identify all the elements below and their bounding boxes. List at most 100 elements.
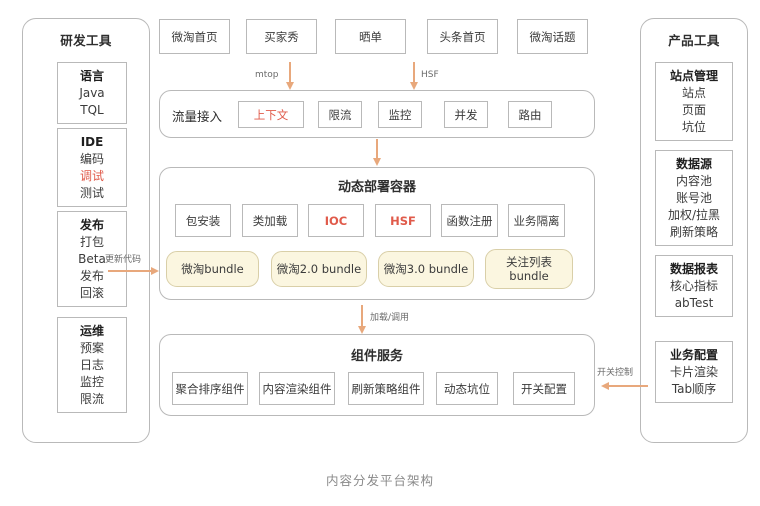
left-group-release[interactable]: 发布 打包 Beta 发布 回滚 xyxy=(57,211,127,307)
deploy-cap-package-install[interactable]: 包安装 xyxy=(175,204,231,237)
deploy-cap-function-register[interactable]: 函数注册 xyxy=(441,204,498,237)
bundle-weitao-3[interactable]: 微淘3.0 bundle xyxy=(378,251,474,287)
right-group-report[interactable]: 数据报表 核心指标 abTest xyxy=(655,255,733,317)
arrow-load-call xyxy=(358,305,365,334)
top-entry-weitao-home[interactable]: 微淘首页 xyxy=(159,19,230,54)
right-group-site-line-2: 坑位 xyxy=(681,120,706,134)
top-entry-label-1: 买家秀 xyxy=(264,29,299,44)
right-group-site-head: 站点管理 xyxy=(669,69,718,83)
left-group-language-line-0: Java xyxy=(79,86,105,100)
component-switch-config[interactable]: 开关配置 xyxy=(513,372,575,405)
left-group-ide-line-0: 编码 xyxy=(79,152,104,166)
right-group-report-line-0: 核心指标 xyxy=(669,279,718,293)
deploy-container-title: 动态部署容器 xyxy=(337,180,416,195)
component-refresh-strategy[interactable]: 刷新策略组件 xyxy=(348,372,424,405)
left-group-ide-line-2: 测试 xyxy=(79,186,104,200)
deploy-cap-hsf[interactable]: HSF xyxy=(375,204,431,237)
bundle-follow-list[interactable]: 关注列表 bundle xyxy=(485,249,573,289)
traffic-item-label-2: 监控 xyxy=(388,107,412,122)
traffic-item-ratelimit[interactable]: 限流 xyxy=(318,101,362,128)
left-group-ide-head: IDE xyxy=(80,135,104,149)
right-group-business-line-1: Tab顺序 xyxy=(671,382,717,396)
left-group-language[interactable]: 语言 Java TQL xyxy=(57,62,127,124)
component-services-title: 组件服务 xyxy=(350,349,403,364)
deploy-cap-label-1: 类加载 xyxy=(252,213,288,228)
left-group-ide-line-1: 调试 xyxy=(79,169,104,183)
bundle-label-1: 微淘2.0 bundle xyxy=(276,262,362,276)
component-content-render[interactable]: 内容渲染组件 xyxy=(259,372,335,405)
arrow-label-switch-control: 开关控制 xyxy=(597,368,634,378)
arrow-label-update-code: 更新代码 xyxy=(105,255,142,265)
left-group-language-line-1: TQL xyxy=(80,103,104,117)
bundle-label-0: 微淘bundle xyxy=(181,262,244,276)
deploy-cap-business-isolation[interactable]: 业务隔离 xyxy=(508,204,565,237)
arrow-label-mtop: mtop xyxy=(255,70,279,80)
traffic-item-context[interactable]: 上下文 xyxy=(238,101,304,128)
right-group-report-line-1: abTest xyxy=(674,296,714,310)
right-group-datasource-head: 数据源 xyxy=(675,157,712,171)
right-group-site-management[interactable]: 站点管理 站点 页面 坑位 xyxy=(655,62,733,141)
diagram-caption: 内容分发平台架构 xyxy=(325,473,434,488)
right-group-business-config[interactable]: 业务配置 卡片渲染 Tab顺序 xyxy=(655,341,733,403)
top-entry-label-4: 微淘话题 xyxy=(529,29,576,44)
left-group-ops-line-0: 预案 xyxy=(79,341,104,355)
left-group-ops-head: 运维 xyxy=(79,324,104,338)
arrow-switch-control xyxy=(601,382,648,389)
deploy-cap-label-4: 函数注册 xyxy=(446,213,493,228)
right-group-business-line-0: 卡片渲染 xyxy=(669,365,718,379)
traffic-item-label-0: 上下文 xyxy=(253,107,289,122)
arrow-traffic-to-container xyxy=(373,139,380,166)
deploy-cap-class-loading[interactable]: 类加载 xyxy=(242,204,298,237)
arrow-update-code xyxy=(108,267,159,274)
component-label-2: 刷新策略组件 xyxy=(351,381,421,396)
component-aggregate-sort[interactable]: 聚合排序组件 xyxy=(172,372,248,405)
top-entry-label-0: 微淘首页 xyxy=(171,29,218,44)
right-group-site-line-1: 页面 xyxy=(681,103,706,117)
traffic-item-concurrency[interactable]: 并发 xyxy=(444,101,488,128)
left-group-release-line-3: 回滚 xyxy=(79,286,104,300)
left-group-release-line-2: 发布 xyxy=(79,269,104,283)
bundle-label-2: 微淘3.0 bundle xyxy=(383,262,469,276)
top-entry-label-3: 头条首页 xyxy=(439,29,486,44)
right-group-datasource-line-2: 加权/拉黑 xyxy=(667,208,721,222)
right-panel-title: 产品工具 xyxy=(668,33,720,48)
right-group-site-line-0: 站点 xyxy=(681,86,706,100)
left-group-release-line-0: 打包 xyxy=(79,235,104,249)
component-label-3: 动态坑位 xyxy=(444,381,490,396)
deploy-cap-label-2: IOC xyxy=(324,213,348,228)
traffic-item-monitor[interactable]: 监控 xyxy=(378,101,422,128)
top-entry-toutiao-home[interactable]: 头条首页 xyxy=(427,19,498,54)
traffic-item-routing[interactable]: 路由 xyxy=(508,101,552,128)
deploy-cap-label-0: 包安装 xyxy=(185,213,221,228)
traffic-item-label-3: 并发 xyxy=(454,107,478,122)
component-label-4: 开关配置 xyxy=(521,381,567,396)
left-group-ops[interactable]: 运维 预案 日志 监控 限流 xyxy=(57,317,127,413)
left-group-ide[interactable]: IDE 编码 调试 测试 xyxy=(57,128,127,207)
bundle-label-3: 关注列表 bundle xyxy=(506,255,552,283)
component-dynamic-slot[interactable]: 动态坑位 xyxy=(436,372,498,405)
top-entry-buyer-show[interactable]: 买家秀 xyxy=(246,19,317,54)
top-entry-weitao-topic[interactable]: 微淘话题 xyxy=(517,19,588,54)
right-group-datasource-line-3: 刷新策略 xyxy=(669,225,718,239)
arrow-label-load-call: 加载/调用 xyxy=(370,313,410,323)
left-group-release-line-1: Beta xyxy=(78,252,106,266)
left-group-ops-line-3: 限流 xyxy=(79,392,104,406)
arrow-hsf xyxy=(410,62,417,90)
right-group-report-head: 数据报表 xyxy=(669,262,718,276)
bundle-weitao[interactable]: 微淘bundle xyxy=(166,251,259,287)
traffic-item-label-1: 限流 xyxy=(328,107,352,122)
component-label-1: 内容渲染组件 xyxy=(262,381,332,396)
deploy-cap-ioc[interactable]: IOC xyxy=(308,204,364,237)
left-group-ops-line-1: 日志 xyxy=(79,358,104,372)
left-group-ops-line-2: 监控 xyxy=(79,375,104,389)
traffic-item-label-4: 路由 xyxy=(518,107,542,122)
left-group-language-head: 语言 xyxy=(79,69,104,83)
deploy-cap-label-5: 业务隔离 xyxy=(513,213,560,228)
top-entry-label-2: 晒单 xyxy=(359,29,382,44)
deploy-cap-label-3: HSF xyxy=(390,213,416,228)
right-group-datasource[interactable]: 数据源 内容池 账号池 加权/拉黑 刷新策略 xyxy=(655,150,733,246)
top-entry-shaidan[interactable]: 晒单 xyxy=(335,19,406,54)
right-group-business-head: 业务配置 xyxy=(669,348,718,362)
bundle-weitao-2[interactable]: 微淘2.0 bundle xyxy=(271,251,367,287)
